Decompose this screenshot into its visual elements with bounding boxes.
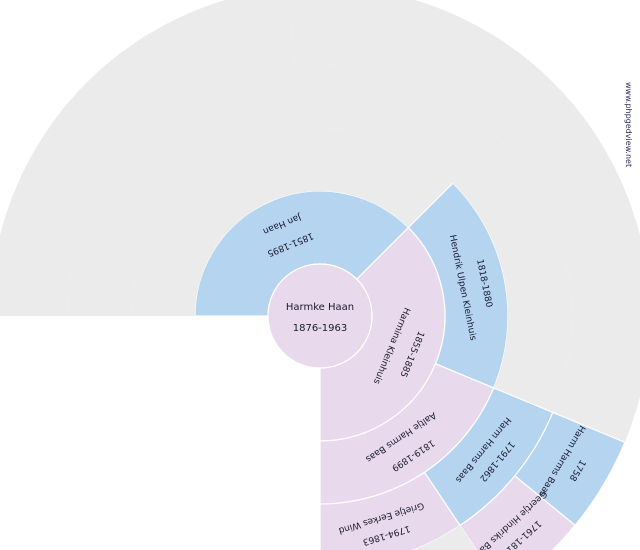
- fan-segment-empty-gen4-5: [288, 0, 383, 69]
- fan-segment-empty-gen3-0: [68, 175, 164, 316]
- fan-segment-empty-gen4-4: [193, 0, 296, 84]
- fan-segment-empty-gen4-1: [4, 132, 111, 243]
- fan-segment-root[interactable]: [267, 263, 373, 369]
- fan-segment-empty-gen4-2: [45, 60, 161, 176]
- fan-segment-empty-gen4-6: [369, 0, 476, 94]
- watermark-text: www.phpgedview.net: [624, 82, 633, 167]
- fan-segment-gen3-7[interactable]: [319, 471, 461, 550]
- fan-segment-empty-gen3-1: [110, 83, 249, 212]
- root-person-dates: 1876-1963: [293, 323, 348, 334]
- fan-center-layer: Harmke Haan 1876-1963: [267, 263, 373, 369]
- watermark: www.phpgedview.net: [624, 82, 633, 167]
- fan-segment-empty-gen3-4: [452, 137, 568, 280]
- fan-segment-empty-gen4-11: [552, 340, 640, 443]
- fan-segment-empty-gen4-3: [110, 11, 224, 122]
- fan-segment-empty-gen4-7: [438, 24, 554, 138]
- fan-segment-gen4-13[interactable]: [459, 475, 576, 550]
- fan-segment-empty-gen3-3: [356, 68, 499, 184]
- fan-segment-empty-gen3-5: [493, 266, 572, 413]
- fan-segment-empty-gen4-9: [542, 160, 640, 267]
- root-person-name: Harmke Haan: [286, 302, 354, 313]
- fan-segment-empty-gen2-1: [248, 128, 453, 228]
- fan-segment-empty-gen3-2: [223, 64, 370, 143]
- fan-segment-empty-gen4-8: [498, 82, 612, 198]
- fan-segment-empty-gen4-14: [413, 525, 477, 550]
- fan-segment-empty-gen4-0: [0, 220, 79, 316]
- fan-segment-empty-gen4-10: [567, 252, 640, 348]
- fan-segment-empty-gen2-0: [132, 142, 273, 316]
